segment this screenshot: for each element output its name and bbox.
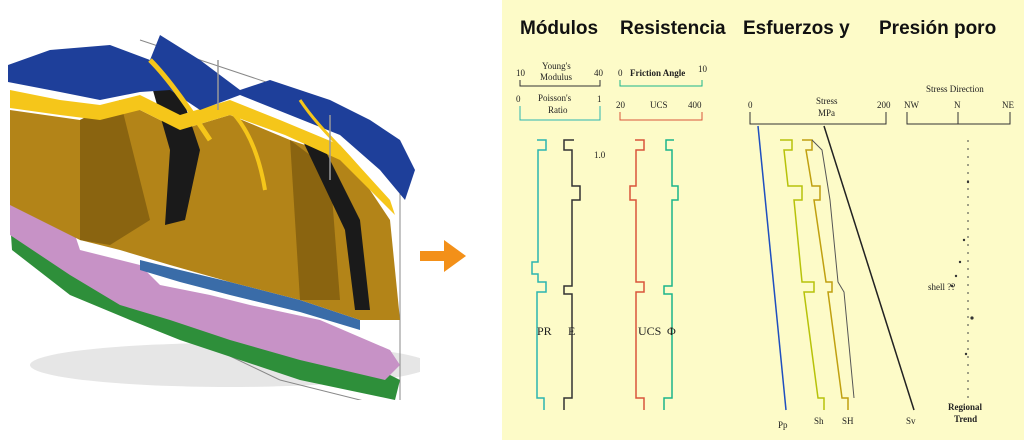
header-resistencia: Resistencia bbox=[620, 18, 726, 39]
stress-label-2: MPa bbox=[818, 108, 835, 118]
transition-arrow bbox=[420, 236, 468, 276]
sh-label: Sh bbox=[814, 416, 824, 426]
young-label-1: Young's bbox=[542, 61, 571, 71]
ucs-label: UCS bbox=[650, 100, 668, 110]
depth-tick: 1.0 bbox=[594, 150, 606, 160]
geological-3d-model bbox=[0, 20, 420, 400]
pp-label: Pp bbox=[778, 420, 788, 430]
header-esfuerzos: Esfuerzos y bbox=[743, 18, 850, 39]
geomechanics-log-panel: Módulos Resistencia Esfuerzos y Presión … bbox=[502, 0, 1024, 440]
stress-min: 0 bbox=[748, 100, 753, 110]
panel-background bbox=[502, 0, 1024, 440]
friction-max: 10 bbox=[698, 64, 708, 74]
direction-ne: NE bbox=[1002, 100, 1014, 110]
friction-label: Friction Angle bbox=[630, 68, 685, 78]
friction-min: 0 bbox=[618, 68, 623, 78]
sv-label: Sv bbox=[906, 416, 916, 426]
direction-n: N bbox=[954, 100, 961, 110]
regional-trend-label-2: Trend bbox=[954, 414, 977, 424]
shell-annotation: shell ?? bbox=[928, 282, 955, 292]
ucs-max: 400 bbox=[688, 100, 702, 110]
poisson-label-1: Poisson's bbox=[538, 93, 572, 103]
pr-curve-label: PR bbox=[537, 324, 552, 338]
young-min: 10 bbox=[516, 68, 526, 78]
poisson-min: 0 bbox=[516, 94, 521, 104]
shmax-label: SH bbox=[842, 416, 854, 426]
young-max: 40 bbox=[594, 68, 604, 78]
header-modulos: Módulos bbox=[520, 18, 598, 39]
ucs-min: 20 bbox=[616, 100, 626, 110]
e-curve-label: E bbox=[568, 324, 575, 338]
young-label-2: Modulus bbox=[540, 72, 573, 82]
poisson-max: 1 bbox=[597, 94, 602, 104]
stress-label-1: Stress bbox=[816, 96, 838, 106]
poisson-label-2: Ratio bbox=[548, 105, 568, 115]
regional-trend-label-1: Regional bbox=[948, 402, 983, 412]
direction-nw: NW bbox=[904, 100, 919, 110]
header-presion: Presión poro bbox=[879, 18, 996, 39]
phi-curve-label: Φ bbox=[667, 324, 676, 338]
stress-max: 200 bbox=[877, 100, 891, 110]
ucs-curve-label: UCS bbox=[638, 324, 661, 338]
direction-label: Stress Direction bbox=[926, 84, 984, 94]
